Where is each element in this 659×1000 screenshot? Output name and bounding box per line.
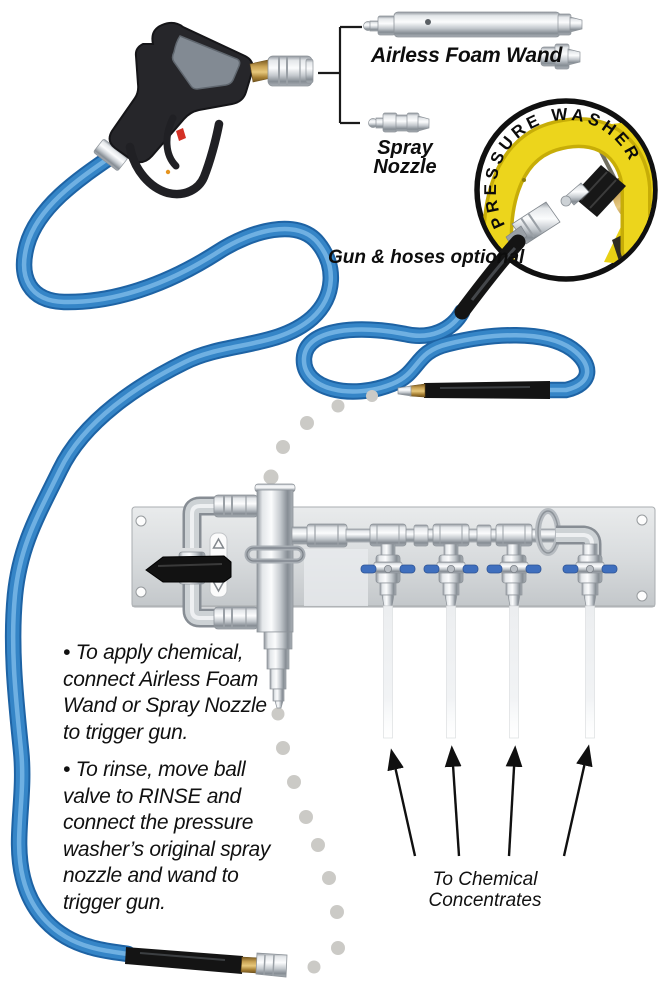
inlet-connection-dots bbox=[263, 390, 378, 485]
instruction-bullet-1: • To apply chemical, connect Airless Foa… bbox=[63, 640, 273, 746]
bullet2-line: • To rinse, move ball bbox=[63, 758, 246, 781]
gun-quick-coupler bbox=[267, 55, 314, 87]
pressure-washer-hose bbox=[295, 303, 596, 400]
metering-valve-station-1 bbox=[360, 543, 416, 739]
spray-nozzle-image bbox=[368, 112, 430, 133]
bullet2-line: connect the pressure bbox=[63, 811, 254, 834]
spray-nozzle-label-line2: Nozzle bbox=[373, 156, 437, 178]
mounting-holes bbox=[135, 514, 648, 602]
bullet2-line: washer’s original spray bbox=[63, 837, 271, 861]
bullet1-line: • To apply chemical, bbox=[63, 641, 244, 664]
bullet1-line: to trigger gun. bbox=[63, 720, 189, 744]
gun-hose-end-coupler bbox=[125, 947, 288, 978]
spray-nozzle-label-line1: Spray bbox=[377, 137, 433, 159]
to-chemical-line2: Concentrates bbox=[428, 890, 542, 911]
gun-safety-mark bbox=[176, 128, 186, 141]
pressure-washer-inset: PRESSURE WASHER bbox=[454, 98, 658, 320]
callout-bracket bbox=[318, 25, 362, 125]
trigger-gun-image bbox=[93, 21, 314, 199]
bullet2-line: valve to RINSE and bbox=[63, 784, 241, 808]
gun-hoses-optional-label: Gun & hoses optional bbox=[328, 247, 525, 268]
manifold-assembly bbox=[131, 483, 656, 739]
bullet1-line: connect Airless Foam bbox=[63, 667, 259, 691]
metering-valve-station-4 bbox=[562, 543, 618, 739]
metering-valve-station-3 bbox=[486, 543, 542, 739]
pressure-washer-hose-end-plug bbox=[397, 381, 550, 399]
chemical-suction-arrows bbox=[387, 744, 593, 857]
to-chemical-line1: To Chemical bbox=[432, 869, 538, 890]
airless-foam-wand-label: Airless Foam Wand bbox=[371, 44, 563, 67]
gun-hose bbox=[4, 147, 339, 963]
to-chemical-concentrates-label: To Chemical Concentrates bbox=[407, 869, 563, 911]
pw-outlet-knob bbox=[560, 165, 626, 217]
instruction-bullet-2: • To rinse, move ball valve to RINSE and… bbox=[63, 757, 273, 916]
instruction-text: • To apply chemical, connect Airless Foa… bbox=[63, 640, 273, 916]
outlet-connection-dots bbox=[271, 707, 345, 974]
bullet2-line: nozzle and wand to bbox=[63, 864, 239, 887]
airless-foam-wand-image bbox=[363, 11, 583, 38]
bypass-loop-fittings bbox=[182, 496, 218, 628]
bullet1-line: Wand or Spray Nozzle bbox=[63, 694, 267, 717]
rinse-valve-lever bbox=[145, 555, 232, 583]
injector-cylinder bbox=[244, 483, 306, 709]
top-quick-coupler bbox=[213, 494, 259, 518]
spray-nozzle-label: Spray Nozzle bbox=[362, 137, 448, 178]
foam-wand-tip-image bbox=[540, 43, 581, 70]
bottom-quick-coupler bbox=[213, 606, 259, 630]
metering-valve-station-2 bbox=[423, 543, 479, 739]
bullet2-line: trigger gun. bbox=[63, 890, 166, 914]
